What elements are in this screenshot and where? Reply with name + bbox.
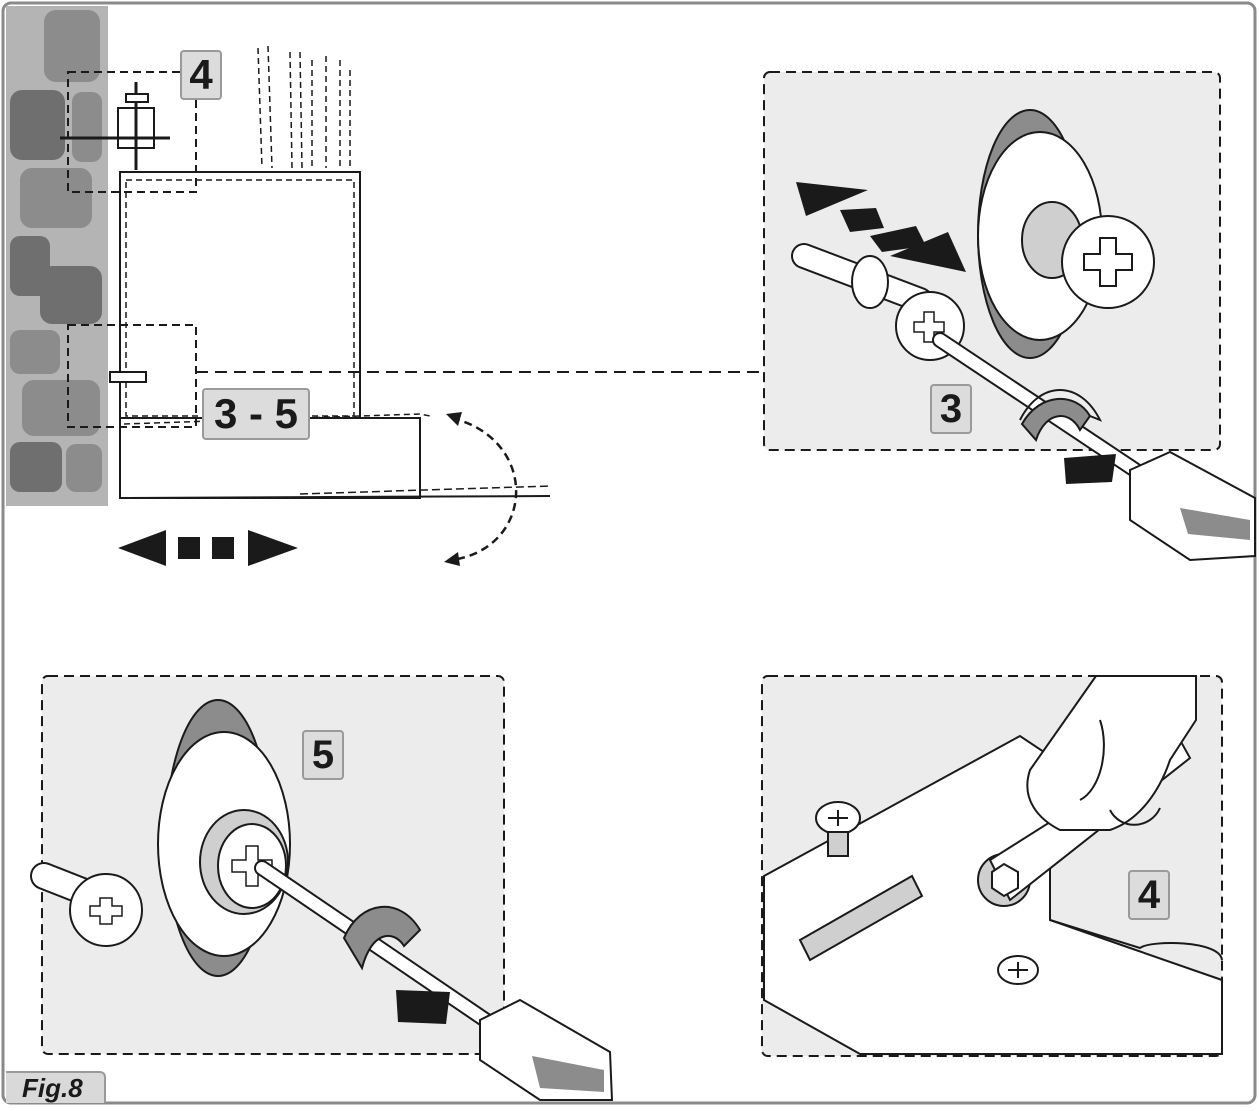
brick-wall-icon — [6, 6, 108, 506]
screwdriver-icon — [254, 860, 614, 1101]
callout-top-left: 4 — [180, 50, 222, 100]
phillips-screw-icon — [199, 809, 289, 915]
phillips-screw-icon — [815, 801, 861, 857]
phillips-screw-icon — [997, 955, 1039, 985]
hand-icon — [1026, 675, 1197, 831]
detail-panel-top-right — [763, 71, 1256, 562]
detail-panel-bottom-right — [761, 675, 1223, 1057]
detail-panel-bottom-left — [30, 675, 614, 1101]
curved-arrow-icon — [444, 412, 518, 566]
callout-bottom-right: 4 — [1128, 870, 1170, 920]
callout-bottom-left: 5 — [302, 730, 344, 780]
phillips-screw-icon — [1021, 201, 1155, 309]
double-arrow-horizontal-icon — [118, 530, 298, 566]
callout-top-right: 3 — [930, 384, 972, 434]
screwdriver-icon — [932, 332, 1256, 562]
figure-caption: Fig.8 — [6, 1071, 106, 1103]
callout-main: 3 - 5 — [202, 388, 310, 440]
